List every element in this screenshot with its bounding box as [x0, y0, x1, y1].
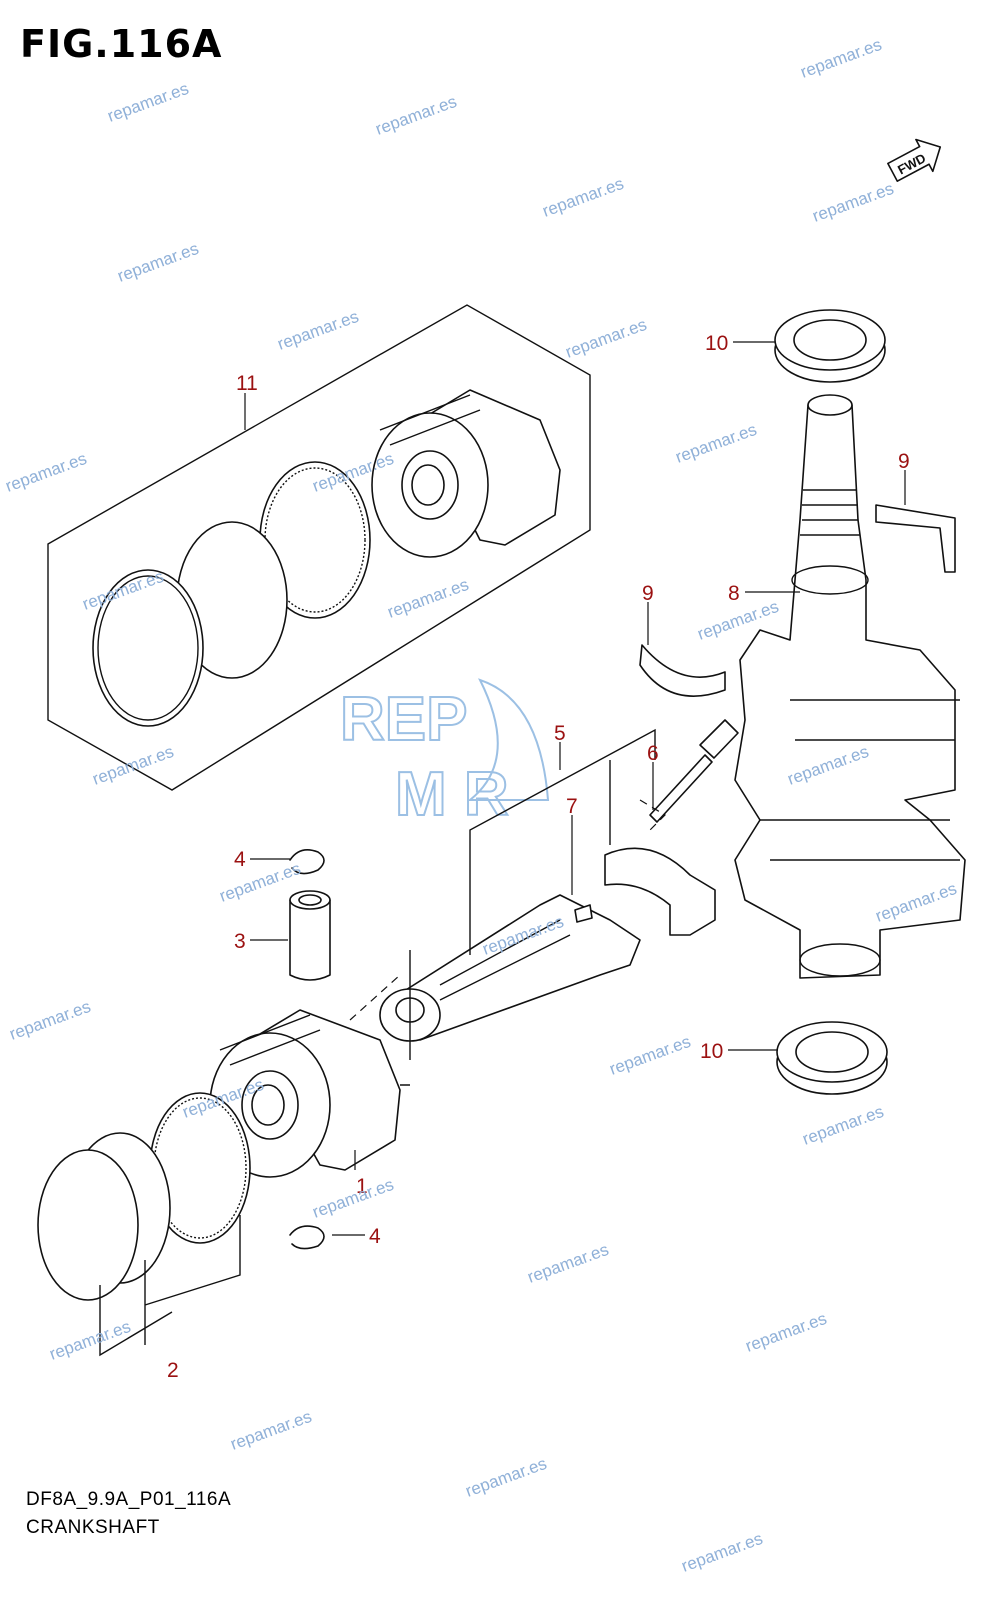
- logo-line-1: REP: [340, 685, 467, 754]
- watermark-text: repamar.es: [525, 1240, 611, 1287]
- piston: [209, 1009, 401, 1178]
- callout-8[interactable]: 8: [728, 582, 740, 605]
- watermark-text: repamar.es: [800, 1102, 886, 1149]
- watermark-text: repamar.es: [275, 307, 361, 354]
- circlip-upper: [289, 849, 325, 875]
- logo-watermark: REP M R: [339, 678, 550, 830]
- watermark-text: repamar.es: [105, 79, 191, 126]
- watermark-text: repamar.es: [540, 174, 626, 221]
- callouts: 1 2 3 4 4 5 6 7 8 9 9 10 10 11: [167, 332, 910, 1382]
- watermark-text: repamar.es: [563, 315, 649, 362]
- callout-2[interactable]: 2: [167, 1359, 179, 1382]
- watermark-text: repamar.es: [90, 742, 176, 789]
- piston-pin: [289, 890, 331, 981]
- callout-4-lower[interactable]: 4: [369, 1225, 381, 1248]
- crank-bearing-right: [875, 504, 956, 573]
- watermark-text: repamar.es: [228, 1407, 314, 1454]
- piston-set-piston: [371, 389, 561, 558]
- watermark-text: repamar.es: [385, 575, 471, 622]
- callout-1[interactable]: 1: [356, 1175, 368, 1198]
- watermark-text: repamar.es: [373, 92, 459, 139]
- conrod-cap: [604, 847, 716, 936]
- watermark-text: repamar.es: [463, 1454, 549, 1501]
- watermark-text: repamar.es: [3, 449, 89, 496]
- callout-4-upper[interactable]: 4: [234, 848, 246, 871]
- drawing-code: DF8A_9.9A_P01_116A: [26, 1489, 232, 1510]
- callout-5[interactable]: 5: [554, 722, 566, 745]
- figure-title: FIG.116A: [20, 22, 223, 66]
- watermark-text: repamar.es: [607, 1032, 693, 1079]
- logo-line-2: M R: [395, 760, 509, 829]
- oil-seal-upper: [774, 309, 886, 383]
- circlip-lower: [289, 1225, 325, 1250]
- watermark-text: repamar.es: [673, 420, 759, 467]
- callout-7[interactable]: 7: [566, 795, 578, 818]
- dowel-pin: [574, 904, 593, 923]
- watermark-text: repamar.es: [798, 35, 884, 82]
- watermark-text: repamar.es: [679, 1529, 765, 1576]
- callout-10-lower[interactable]: 10: [700, 1040, 723, 1063]
- piston-set-ring-3: [92, 569, 204, 727]
- crank-bearing-left: [639, 644, 726, 697]
- sail-icon: [467, 678, 550, 801]
- crankshaft: [734, 394, 966, 979]
- callout-9-right[interactable]: 9: [898, 450, 910, 473]
- watermark-text: repamar.es: [310, 1175, 396, 1222]
- piston-ring-oil: [37, 1149, 139, 1301]
- watermark-text: repamar.es: [7, 997, 93, 1044]
- fwd-arrow-icon: FWD: [887, 138, 942, 182]
- callout-11[interactable]: 11: [236, 372, 258, 395]
- section-name: CRANKSHAFT: [26, 1517, 160, 1538]
- callout-3[interactable]: 3: [234, 930, 246, 953]
- conrod-bolt: [649, 719, 739, 823]
- callout-6[interactable]: 6: [647, 742, 659, 765]
- piston-set-box: [47, 304, 591, 791]
- callout-10-upper[interactable]: 10: [705, 332, 728, 355]
- connecting-rod: [379, 847, 716, 1042]
- watermark-text: repamar.es: [47, 1317, 133, 1364]
- watermark-text: repamar.es: [810, 179, 896, 226]
- watermark-text: repamar.es: [743, 1309, 829, 1356]
- oil-seal-lower: [776, 1021, 888, 1095]
- callout-9-left[interactable]: 9: [642, 582, 654, 605]
- watermark-text: repamar.es: [115, 239, 201, 286]
